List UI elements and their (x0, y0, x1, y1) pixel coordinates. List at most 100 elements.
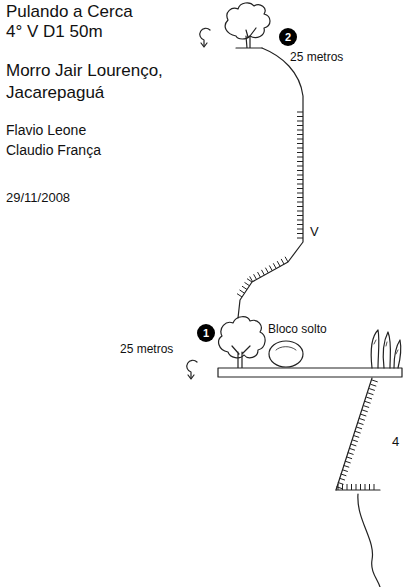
hatch-tick (345, 461, 351, 463)
rappel-length: 25 metros (120, 342, 173, 356)
hatch-tick (371, 384, 377, 386)
hatch-tick (297, 224, 303, 225)
hatch-tick (297, 184, 303, 185)
hatch-tick (297, 148, 303, 149)
hatch-tick (369, 389, 375, 391)
route-line (336, 378, 372, 490)
hatch-tick (355, 431, 361, 433)
hatch-tick (297, 229, 303, 230)
hatch-tick (297, 202, 303, 203)
pitch-grade: V (310, 224, 319, 240)
hatch-tick (354, 435, 360, 437)
hatch-tick (342, 484, 343, 490)
hatch-tick (351, 484, 352, 490)
rappel-symbol (201, 43, 207, 47)
callout-text: 1 (203, 327, 209, 339)
hatch-tick (297, 220, 303, 221)
hatch-tick (356, 427, 362, 429)
location: Morro Jair Lourenço, Jacarepaguá (6, 60, 188, 104)
hatch-tick (297, 188, 303, 189)
hatch-tick (356, 484, 357, 490)
hatch-tick (254, 274, 257, 279)
hatch-tick (297, 179, 303, 180)
feature-note: Bloco solto (268, 322, 327, 336)
hatch-tick (362, 410, 368, 412)
hatch-tick (297, 197, 303, 198)
rappel-symbol (200, 28, 210, 46)
hatch-tick (363, 406, 369, 408)
hatch-tick (297, 157, 303, 158)
hatch-tick (297, 125, 303, 126)
hatch-tick (365, 401, 371, 403)
hatch-tick (339, 478, 345, 480)
hatch-tick (297, 166, 303, 167)
hatch-tick (297, 134, 303, 135)
hatch-tick (347, 484, 348, 490)
tree-trunk (232, 346, 250, 368)
hatch-tick (344, 465, 350, 467)
hatch-tick (374, 484, 375, 490)
hatch-tick (297, 116, 303, 117)
callout-text: 2 (285, 31, 291, 43)
hatch-tick (297, 215, 303, 216)
hatch-tick (277, 261, 280, 266)
hatch-tick (240, 290, 245, 293)
hatch-tick (336, 487, 342, 489)
hatch-tick (349, 448, 355, 450)
hatch-tick (361, 414, 367, 416)
hatch-tick (351, 444, 357, 446)
hatch-tick (297, 130, 303, 131)
hatch-tick (297, 143, 303, 144)
author: Flavio Leone (6, 122, 86, 139)
hatch-tick (281, 259, 284, 264)
hatch-tick (338, 484, 339, 490)
pitch-grade: 4 (392, 434, 399, 450)
hatch-tick (366, 397, 372, 399)
hatching (237, 112, 378, 490)
hatch-tick (297, 206, 303, 207)
plant (374, 340, 398, 354)
route-line (358, 494, 380, 587)
ledge (218, 368, 402, 377)
rappel-symbol (188, 375, 194, 379)
hatch-tick (297, 161, 303, 162)
date: 29/11/2008 (6, 190, 70, 206)
grade: 4° V D1 50m (6, 22, 103, 42)
loose-block (276, 347, 296, 350)
hatch-tick (348, 453, 354, 455)
route-title: Pulando a Cerca (6, 2, 133, 22)
hatch-tick (297, 211, 303, 212)
hatch-tick (369, 484, 370, 490)
hatch-tick (265, 268, 268, 273)
hatch-tick (297, 121, 303, 122)
hatch-tick (346, 457, 352, 459)
loose-block (269, 341, 303, 367)
route-line (238, 48, 303, 318)
hatch-tick (297, 233, 303, 234)
hatch-tick (342, 470, 348, 472)
hatch-tick (297, 193, 303, 194)
hatch-tick (285, 257, 288, 262)
hatch-tick (297, 152, 303, 153)
hatch-tick (258, 272, 261, 277)
hatch-tick (261, 270, 264, 275)
hatch-tick (372, 380, 378, 382)
rappel-length: 25 metros (290, 50, 343, 64)
hatch-tick (368, 393, 374, 395)
hatch-tick (341, 474, 347, 476)
hatch-tick (352, 440, 358, 442)
hatch-tick (237, 294, 242, 297)
tree-trunk (236, 28, 262, 48)
callout-number: 2 (279, 28, 297, 46)
hatch-tick (273, 263, 276, 268)
rappel-symbol (187, 360, 197, 378)
hatch-tick (297, 175, 303, 176)
hatch-tick (247, 279, 252, 282)
hatch-tick (297, 238, 303, 239)
author: Claudio França (6, 142, 101, 159)
hatch-tick (365, 484, 366, 490)
hatch-tick (358, 423, 364, 425)
hatch-tick (245, 282, 250, 285)
hatch-tick (242, 286, 247, 289)
hatch-tick (359, 418, 365, 420)
